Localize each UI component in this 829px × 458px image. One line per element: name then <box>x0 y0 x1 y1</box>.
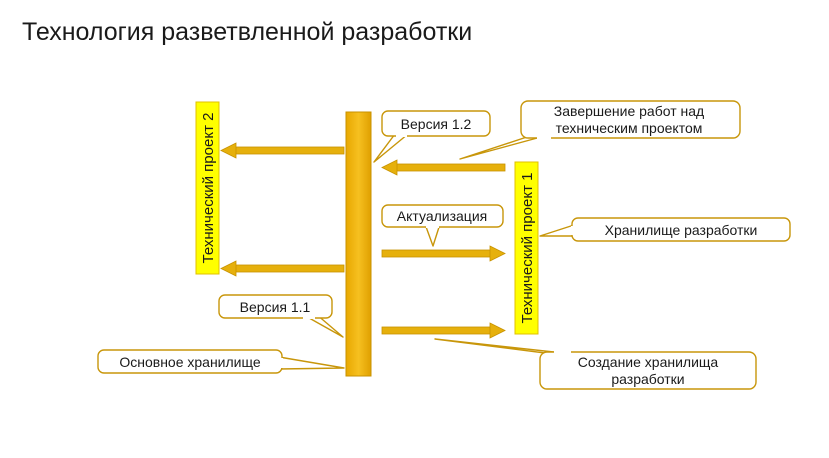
create-storage-label-line1: Создание хранилища <box>578 354 719 370</box>
version-1-2-label: Версия 1.2 <box>401 116 472 132</box>
main-storage-bar <box>345 111 372 377</box>
project-1-box <box>514 161 539 335</box>
callout-completion: Завершение работ над техническим проекто… <box>459 100 741 160</box>
project-2-label: Технический проект 2 <box>200 113 217 264</box>
project-2-box <box>195 101 220 275</box>
completion-label-line2: техническим проектом <box>556 120 703 136</box>
page-title: Технология разветвленной разработки <box>22 18 473 46</box>
arrow-project1-to-main <box>381 159 506 176</box>
actualization-label: Актуализация <box>397 208 487 224</box>
arrow-main-to-project1-bottom <box>381 322 506 339</box>
arrow-main-to-project1-middle <box>381 245 506 262</box>
arrow-main-to-project2-top <box>220 142 345 159</box>
callout-version-1-1: Версия 1.1 <box>218 294 344 338</box>
dev-storage-label: Хранилище разработки <box>605 222 758 238</box>
callout-version-1-2: Версия 1.2 <box>373 110 491 163</box>
callout-create-storage: Создание хранилища разработки <box>434 338 757 390</box>
callout-dev-storage: Хранилище разработки <box>539 217 791 242</box>
project-1-label: Технический проект 1 <box>519 173 536 324</box>
create-storage-label-line2: разработки <box>611 371 684 387</box>
callout-actualization: Актуализация <box>381 204 504 247</box>
arrow-main-to-project2-bottom <box>220 260 345 277</box>
callout-main-storage: Основное хранилище <box>97 349 345 374</box>
main-storage-label: Основное хранилище <box>119 354 261 370</box>
version-1-1-label: Версия 1.1 <box>240 299 311 315</box>
completion-label-line1: Завершение работ над <box>554 103 704 119</box>
